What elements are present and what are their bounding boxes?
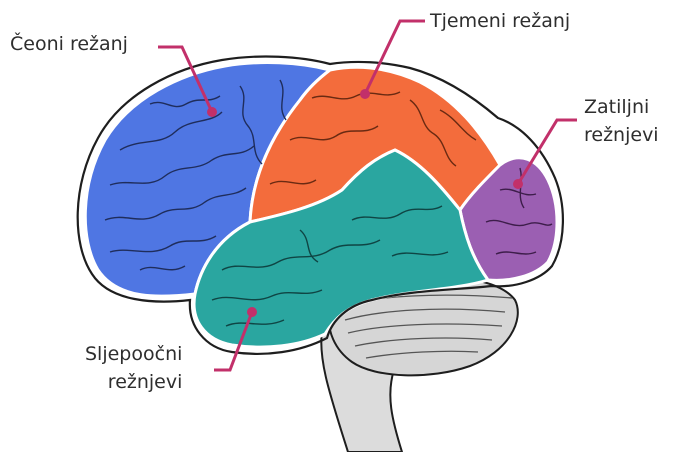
leader-dot-frontal bbox=[207, 107, 217, 117]
label-temporal-line2: režnjevi bbox=[85, 368, 182, 396]
label-frontal-text: Čeoni režanj bbox=[10, 30, 128, 58]
label-temporal-line1: Sljepoočni bbox=[85, 340, 182, 368]
leader-dot-occipital bbox=[513, 179, 523, 189]
label-frontal-lobe: Čeoni režanj bbox=[10, 30, 128, 58]
label-parietal-text: Tjemeni režanj bbox=[430, 7, 570, 35]
label-occipital-line1: Zatiljni bbox=[584, 93, 659, 121]
label-temporal-lobe: Sljepoočni režnjevi bbox=[85, 340, 182, 396]
label-parietal-lobe: Tjemeni režanj bbox=[430, 7, 570, 35]
label-occipital-lobe: Zatiljni režnjevi bbox=[584, 93, 659, 149]
leader-dot-parietal bbox=[360, 89, 370, 99]
leader-dot-temporal bbox=[247, 307, 257, 317]
label-occipital-line2: režnjevi bbox=[584, 121, 659, 149]
